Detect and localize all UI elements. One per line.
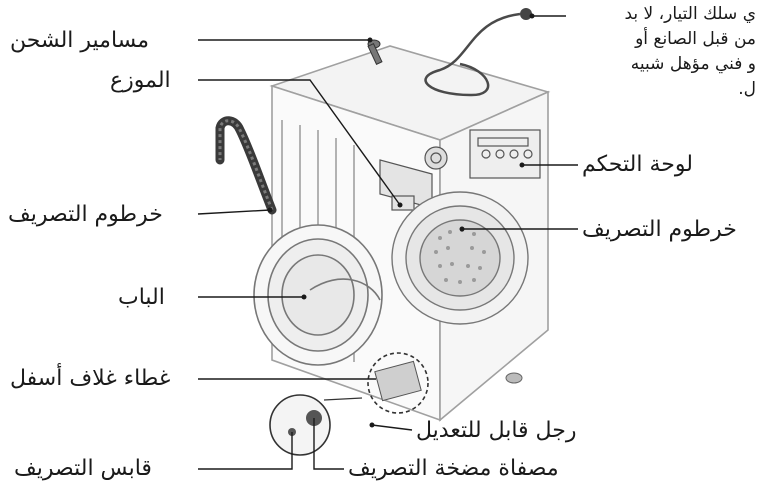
label-door: الباب: [118, 285, 165, 311]
label-drain-plug: قابس التصريف: [14, 456, 152, 482]
label-charging-screws: مسامير الشحن: [10, 28, 149, 54]
label-drain-pump-filter: مصفاة مضخة التصريف: [348, 456, 559, 482]
drain-filter-magnifier: [270, 395, 362, 455]
label-drain-hose-left: خرطوم التصريف: [8, 202, 163, 228]
label-bottom-cover: غطاء غلاف أسفل: [10, 366, 170, 392]
label-control-panel: لوحة التحكم: [582, 152, 693, 178]
note-line: ل.: [566, 77, 756, 102]
door-drawing: [254, 225, 382, 365]
drum-drawing: [392, 192, 528, 324]
drain-hose-left-drawing: [220, 121, 272, 210]
label-distributor: الموزع: [110, 68, 171, 94]
note-line: و فني مؤهل شبيه: [566, 52, 756, 77]
power-cord-note: ي سلك التيار، لا بد من قبل الصانع أو و ف…: [566, 2, 756, 102]
label-adjustable-foot: رجل قابل للتعديل: [416, 418, 576, 444]
plug-icon: [520, 8, 532, 20]
note-line: ي سلك التيار، لا بد: [566, 2, 756, 27]
label-drain-hose-right: خرطوم التصريف: [582, 217, 737, 243]
note-line: من قبل الصانع أو: [566, 27, 756, 52]
